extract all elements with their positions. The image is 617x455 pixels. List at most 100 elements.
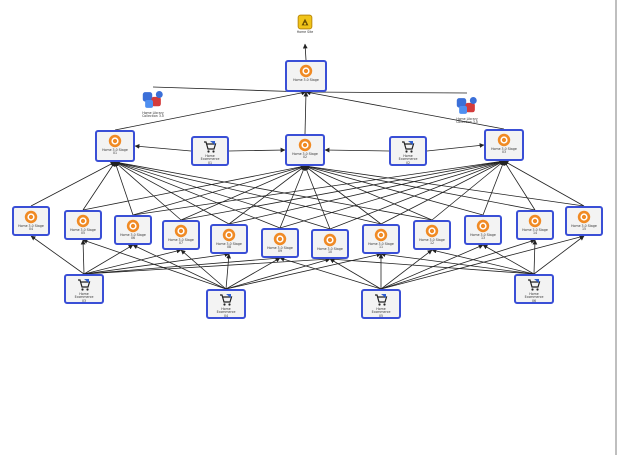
node-root-stage[interactable]: Home 3.0 Stage	[285, 60, 327, 92]
node-stage-row-3[interactable]: Home 3.0 Stage 06	[114, 215, 152, 245]
edge-b1-to-s5	[83, 252, 230, 275]
edge-s11-to-m_mid	[304, 164, 536, 211]
node-label: Home 3.0 Stage 05	[70, 228, 96, 236]
stage-icon	[76, 214, 90, 228]
edge-s7-to-m_left	[114, 161, 331, 230]
node-label: Home 3.0 Stage 04	[18, 224, 44, 232]
node-stage-row-1[interactable]: Home 3.0 Stage 04	[12, 206, 50, 236]
node-label: Home 3.0 Stage 08	[216, 242, 242, 250]
node-label: Home Ecommerce 05	[371, 307, 391, 318]
edge-s10-to-m_mid	[304, 164, 484, 216]
edge-s12-to-m_mid	[304, 164, 585, 207]
node-label: Home 3.0 Stage 10	[317, 247, 343, 255]
node-library-right[interactable]: Home Library Collection 3.0	[447, 93, 487, 125]
node-label: Home Library Collection 3.0	[142, 111, 164, 119]
edge-n_root-to-n_top	[302, 43, 308, 61]
library-icon	[140, 89, 166, 111]
node-stage-row-8[interactable]: Home 3.0 Stage 11	[362, 224, 400, 254]
edge-m_mid-to-n_root	[303, 91, 309, 135]
edge-b2-to-s3	[132, 244, 227, 290]
exit-icon	[296, 14, 314, 30]
edge-s8-to-m_left	[114, 160, 382, 225]
edge-b2-to-s5	[225, 253, 232, 290]
node-stage-row-7[interactable]: Home 3.0 Stage 10	[311, 229, 349, 259]
edge-b4-to-s7	[329, 256, 535, 275]
node-label: Home Ecommerce 03	[74, 292, 94, 303]
edge-b2-to-s8	[225, 252, 382, 290]
node-label: Home 3.0 Stage 14	[522, 228, 548, 236]
node-stage-row-10[interactable]: Home 3.0 Stage 13	[464, 215, 502, 245]
edge-b4-to-s8	[380, 252, 535, 275]
node-stage-row-6[interactable]: Home 3.0 Stage 09	[261, 228, 299, 258]
edge-b1-to-s2	[80, 239, 86, 275]
cart-icon	[401, 140, 415, 154]
stage-icon	[273, 232, 287, 246]
node-label: Home Ecommerce 04	[216, 307, 236, 318]
node-label: Home 3.0 Stage 03	[491, 147, 517, 155]
node-mid-stage-center[interactable]: Home 3.0 Stage 02	[285, 134, 325, 166]
node-library-left[interactable]: Home Library Collection 3.0	[133, 87, 173, 119]
node-stage-row-5[interactable]: Home 3.0 Stage 08	[210, 224, 248, 254]
node-mid-stage-left[interactable]: Home 3.0 Stage 01	[95, 130, 135, 162]
node-label: Home Library Collection 3.0	[456, 117, 478, 125]
node-mid-cart-left[interactable]: Home Ecommerce 01	[191, 136, 229, 166]
edge-s2-to-m_mid	[82, 164, 306, 211]
node-cart-bottom-4[interactable]: Home Ecommerce 06	[514, 274, 554, 304]
node-cart-bottom-1[interactable]: Home Ecommerce 03	[64, 274, 104, 304]
edge-m_left-to-n_root	[114, 90, 307, 131]
edge-b3-to-s7	[329, 258, 382, 290]
stage-icon	[174, 224, 188, 238]
edge-b2-to-s2	[82, 239, 227, 290]
edge-b3-to-s10	[380, 244, 484, 290]
cart-icon	[77, 278, 91, 292]
node-stage-row-12[interactable]: Home 3.0 Stage 15	[565, 206, 603, 236]
edge-m_cart_r-to-m_right	[426, 143, 485, 152]
node-label: Home 3.0 Stage 12	[419, 238, 445, 246]
edge-b2-to-s4	[180, 249, 227, 290]
edge-m_cart_r-to-m_mid	[324, 147, 390, 153]
node-stage-row-4[interactable]: Home 3.0 Stage 07	[162, 220, 200, 250]
edge-s3-to-m_right	[132, 159, 505, 216]
edge-b4-to-s11	[532, 239, 538, 275]
edge-b1-to-s4	[83, 248, 182, 275]
edge-s3-to-m_mid	[132, 164, 306, 216]
stage-icon	[528, 214, 542, 228]
edge-s6-to-m_right	[279, 159, 505, 229]
library-icon	[454, 95, 480, 117]
cart-icon	[527, 278, 541, 292]
edge-s6-to-m_mid	[279, 165, 306, 229]
edge-b4-to-s9	[431, 248, 535, 275]
edge-s5-to-m_left	[114, 161, 230, 225]
node-mid-cart-right[interactable]: Home Ecommerce 02	[389, 136, 427, 166]
edge-s12-to-m_right	[503, 160, 585, 207]
edge-b1-to-s7	[83, 256, 331, 275]
node-stage-row-2[interactable]: Home 3.0 Stage 05	[64, 210, 102, 240]
right-edge-divider	[615, 0, 617, 455]
node-label: Home 3.0 Stage 02	[292, 152, 318, 160]
cart-icon	[374, 293, 388, 307]
edge-s2-to-m_left	[82, 161, 116, 211]
edge-b3-to-s12	[380, 234, 585, 290]
node-stage-row-11[interactable]: Home 3.0 Stage 14	[516, 210, 554, 240]
edge-s11-to-m_right	[503, 160, 536, 211]
edge-s9-to-m_right	[431, 160, 505, 221]
node-cart-bottom-3[interactable]: Home Ecommerce 05	[361, 289, 401, 319]
edge-s6-to-m_left	[114, 161, 281, 229]
edge-n_lib_r-to-n_root	[305, 89, 468, 95]
edge-b2-to-s6	[225, 257, 281, 290]
node-home-site[interactable]: Home Site	[283, 12, 327, 44]
node-label: Home 3.0 Stage 15	[571, 224, 597, 232]
edge-b1-to-s3	[83, 244, 134, 275]
edge-s3-to-m_left	[114, 161, 134, 216]
stage-icon	[476, 219, 490, 233]
node-stage-row-9[interactable]: Home 3.0 Stage 12	[413, 220, 451, 250]
node-cart-bottom-2[interactable]: Home Ecommerce 04	[206, 289, 246, 319]
edge-m_cart_l-to-m_left	[134, 144, 192, 152]
node-mid-stage-right[interactable]: Home 3.0 Stage 03	[484, 129, 524, 161]
edge-s9-to-m_mid	[304, 165, 433, 221]
node-label: Home Ecommerce 06	[524, 292, 544, 303]
node-label: Home Ecommerce 02	[398, 154, 418, 165]
stage-icon	[323, 233, 337, 247]
stage-icon	[425, 224, 439, 238]
